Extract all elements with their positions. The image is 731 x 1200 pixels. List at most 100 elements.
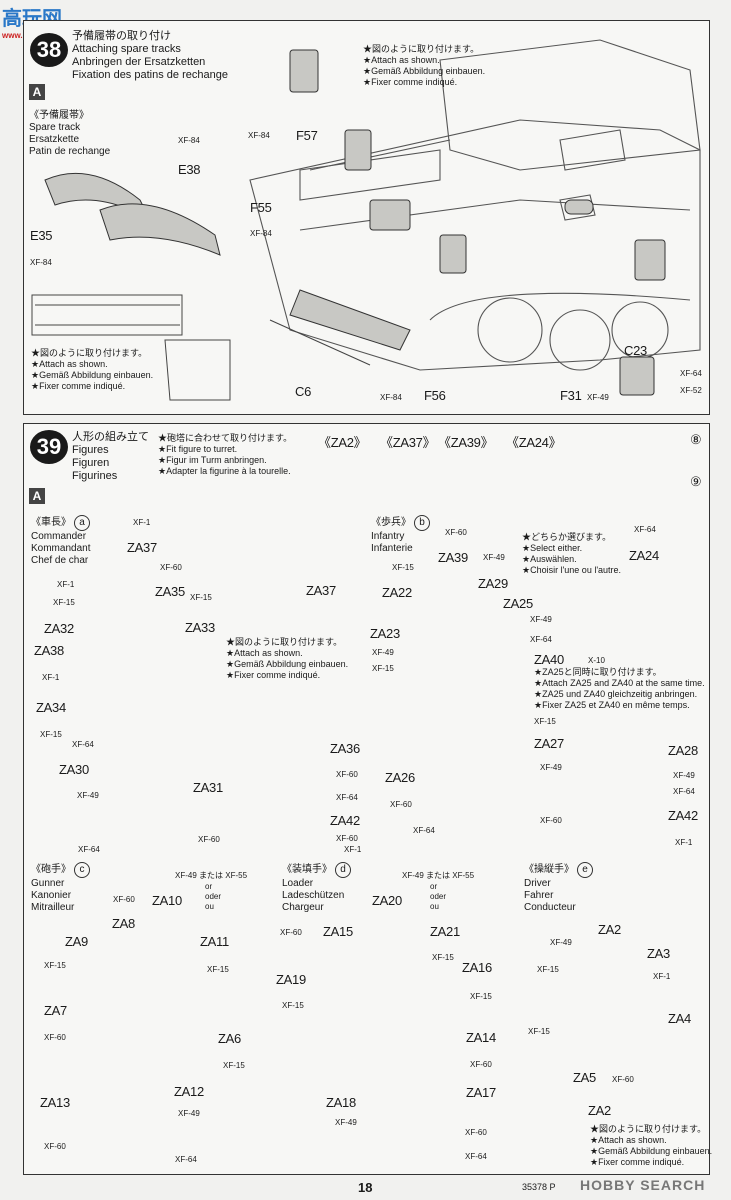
paint-choice: XF-49 または XF-55 <box>175 871 248 880</box>
note-line: ★Gemäß Abbildung einbauen. <box>226 659 349 669</box>
step-39-title-fr: Figurines <box>72 470 118 482</box>
paint-label: XF-1 <box>57 580 75 589</box>
paint-label: XF-60 <box>160 563 182 572</box>
infantry-jp: 《歩兵》 <box>371 517 411 528</box>
infantry-de: Infanterie <box>371 543 413 554</box>
commander-note: ★図のように取り付けます。 ★Attach as shown. ★Gemäß A… <box>226 637 348 681</box>
paint-label: XF-15 <box>282 1001 304 1010</box>
note-line: ★Fixer comme indiqué. <box>363 77 458 87</box>
note-line: ★Fixer comme indiqué. <box>31 381 126 391</box>
note-line: ★砲塔に合わせて取り付けます。 <box>158 433 293 443</box>
part-label: F57 <box>296 128 318 143</box>
driver-note: ★図のように取り付けます。 ★Attach as shown. ★Gemäß A… <box>590 1124 712 1168</box>
part-label: ZA26 <box>385 770 415 785</box>
part-label: ZA37 <box>127 540 157 555</box>
infantry-mark: b <box>414 515 430 531</box>
or-de: oder <box>205 892 222 901</box>
paint-label: XF-1 <box>653 972 671 981</box>
paint-label: XF-60 <box>465 1128 487 1137</box>
step-38-note-bottom: ★図のように取り付けます。 ★Attach as shown. ★Gemäß A… <box>31 348 153 392</box>
part-label: ZA12 <box>174 1084 204 1099</box>
or-de: oder <box>430 892 447 901</box>
paint-label: XF-60 <box>44 1142 66 1151</box>
note-line: ★Attach as shown. <box>226 648 303 658</box>
note-line: ★Attach as shown. <box>31 359 108 369</box>
paint-label: XF-64 <box>634 525 656 534</box>
helmet-mark: ⑨ <box>690 474 702 489</box>
gunner-jp: 《砲手》 <box>31 864 71 875</box>
paint-label: XF-15 <box>432 953 454 962</box>
paint-label: XF-49 <box>673 771 695 780</box>
or-fr: ou <box>205 902 214 911</box>
gunner-de: Kanonier <box>31 890 72 901</box>
paint-label: XF-64 <box>336 793 358 802</box>
paint-label: XF-64 <box>673 787 695 796</box>
paint-label: XF-49 <box>77 791 99 800</box>
loader-heading: 《装填手》d Loader Ladeschützen Chargeur <box>282 862 351 914</box>
step-39-title-de: Figuren <box>72 457 110 469</box>
part-label: ZA31 <box>193 780 223 795</box>
paint-label: XF-49 <box>335 1118 357 1127</box>
step-38-note-top: ★図のように取り付けます。 ★Attach as shown. ★Gemäß A… <box>363 44 485 88</box>
paint-label: XF-84 <box>248 131 270 140</box>
infantry-attach-note: ★ZA25と同時に取り付けます。 ★Attach ZA25 and ZA40 a… <box>534 667 705 711</box>
part-label: ZA25 <box>503 596 533 611</box>
paint-label: XF-49 <box>550 938 572 947</box>
part-label: ZA11 <box>200 934 229 949</box>
part-label: ZA13 <box>40 1095 70 1110</box>
step-39-number: 39 <box>30 430 68 464</box>
driver-heading: 《操縦手》e Driver Fahrer Conducteur <box>524 862 593 914</box>
step-38-title-fr: Fixation des patins de rechange <box>72 69 228 81</box>
infantry-choose-note: ★どちらか選びます。 ★Select either. ★Auswählen. ★… <box>522 532 621 576</box>
part-label: ZA22 <box>382 585 412 600</box>
loader-de: Ladeschützen <box>282 890 345 901</box>
step-39-title: 人形の組み立て Figures Figuren Figurines <box>72 431 149 483</box>
paint-label: XF-15 <box>470 992 492 1001</box>
spare-label-en: Spare track <box>29 122 81 133</box>
paint-label: XF-60 <box>390 800 412 809</box>
paint-label: XF-64 <box>72 740 94 749</box>
commander-mark: a <box>74 515 90 531</box>
part-label: ZA2 <box>588 1103 611 1118</box>
part-label: ZA27 <box>534 736 564 751</box>
paint-label: XF-49 <box>483 553 505 562</box>
note-line: ★Adapter la figurine à la tourelle. <box>158 466 291 476</box>
paint-label: XF-84 <box>250 229 272 238</box>
note-line: ★Choisir l'une ou l'autre. <box>522 565 622 575</box>
part-label: ZA35 <box>155 584 185 599</box>
paint-label: XF-15 <box>44 961 66 970</box>
part-label: C23 <box>624 343 647 358</box>
paint-label: XF-84 <box>380 393 402 402</box>
part-label: F31 <box>560 388 582 403</box>
part-label: F56 <box>424 388 446 403</box>
paint-label: XF-1 <box>133 518 151 527</box>
note-line: ★Fixer comme indiqué. <box>226 670 321 680</box>
note-line: ★図のように取り付けます。 <box>31 348 148 358</box>
paint-label: XF-60 <box>44 1033 66 1042</box>
part-label: ZA21 <box>430 924 460 939</box>
step-38-number: 38 <box>30 33 68 67</box>
part-label: 《ZA24》 <box>506 435 562 450</box>
paint-label: XF-49 <box>540 763 562 772</box>
paint-label: XF-49 <box>372 648 394 657</box>
note-line: ★図のように取り付けます。 <box>363 44 480 54</box>
step-38-title-en: Attaching spare tracks <box>72 43 181 55</box>
part-label: ZA30 <box>59 762 89 777</box>
part-label: C6 <box>295 384 312 399</box>
part-label: ZA32 <box>44 621 74 636</box>
paint-label: XF-64 <box>78 845 100 854</box>
note-line: ★Gemäß Abbildung einbauen. <box>363 66 486 76</box>
commander-heading: 《車長》a Commander Kommandant Chef de char <box>31 515 90 567</box>
part-label: ZA40 <box>534 652 564 667</box>
paint-label: XF-60 <box>198 835 220 844</box>
driver-jp: 《操縦手》 <box>524 864 574 875</box>
part-label: ZA3 <box>647 946 670 961</box>
note-line: ★どちらか選びます。 <box>522 532 612 542</box>
or-en: or <box>205 882 213 891</box>
part-label: E38 <box>178 162 201 177</box>
paint-label: XF-84 <box>30 258 52 267</box>
paint-label: XF-64 <box>465 1152 487 1161</box>
loader-en: Loader <box>282 878 314 889</box>
paint-label: XF-60 <box>540 816 562 825</box>
loader-mark: d <box>335 862 351 878</box>
